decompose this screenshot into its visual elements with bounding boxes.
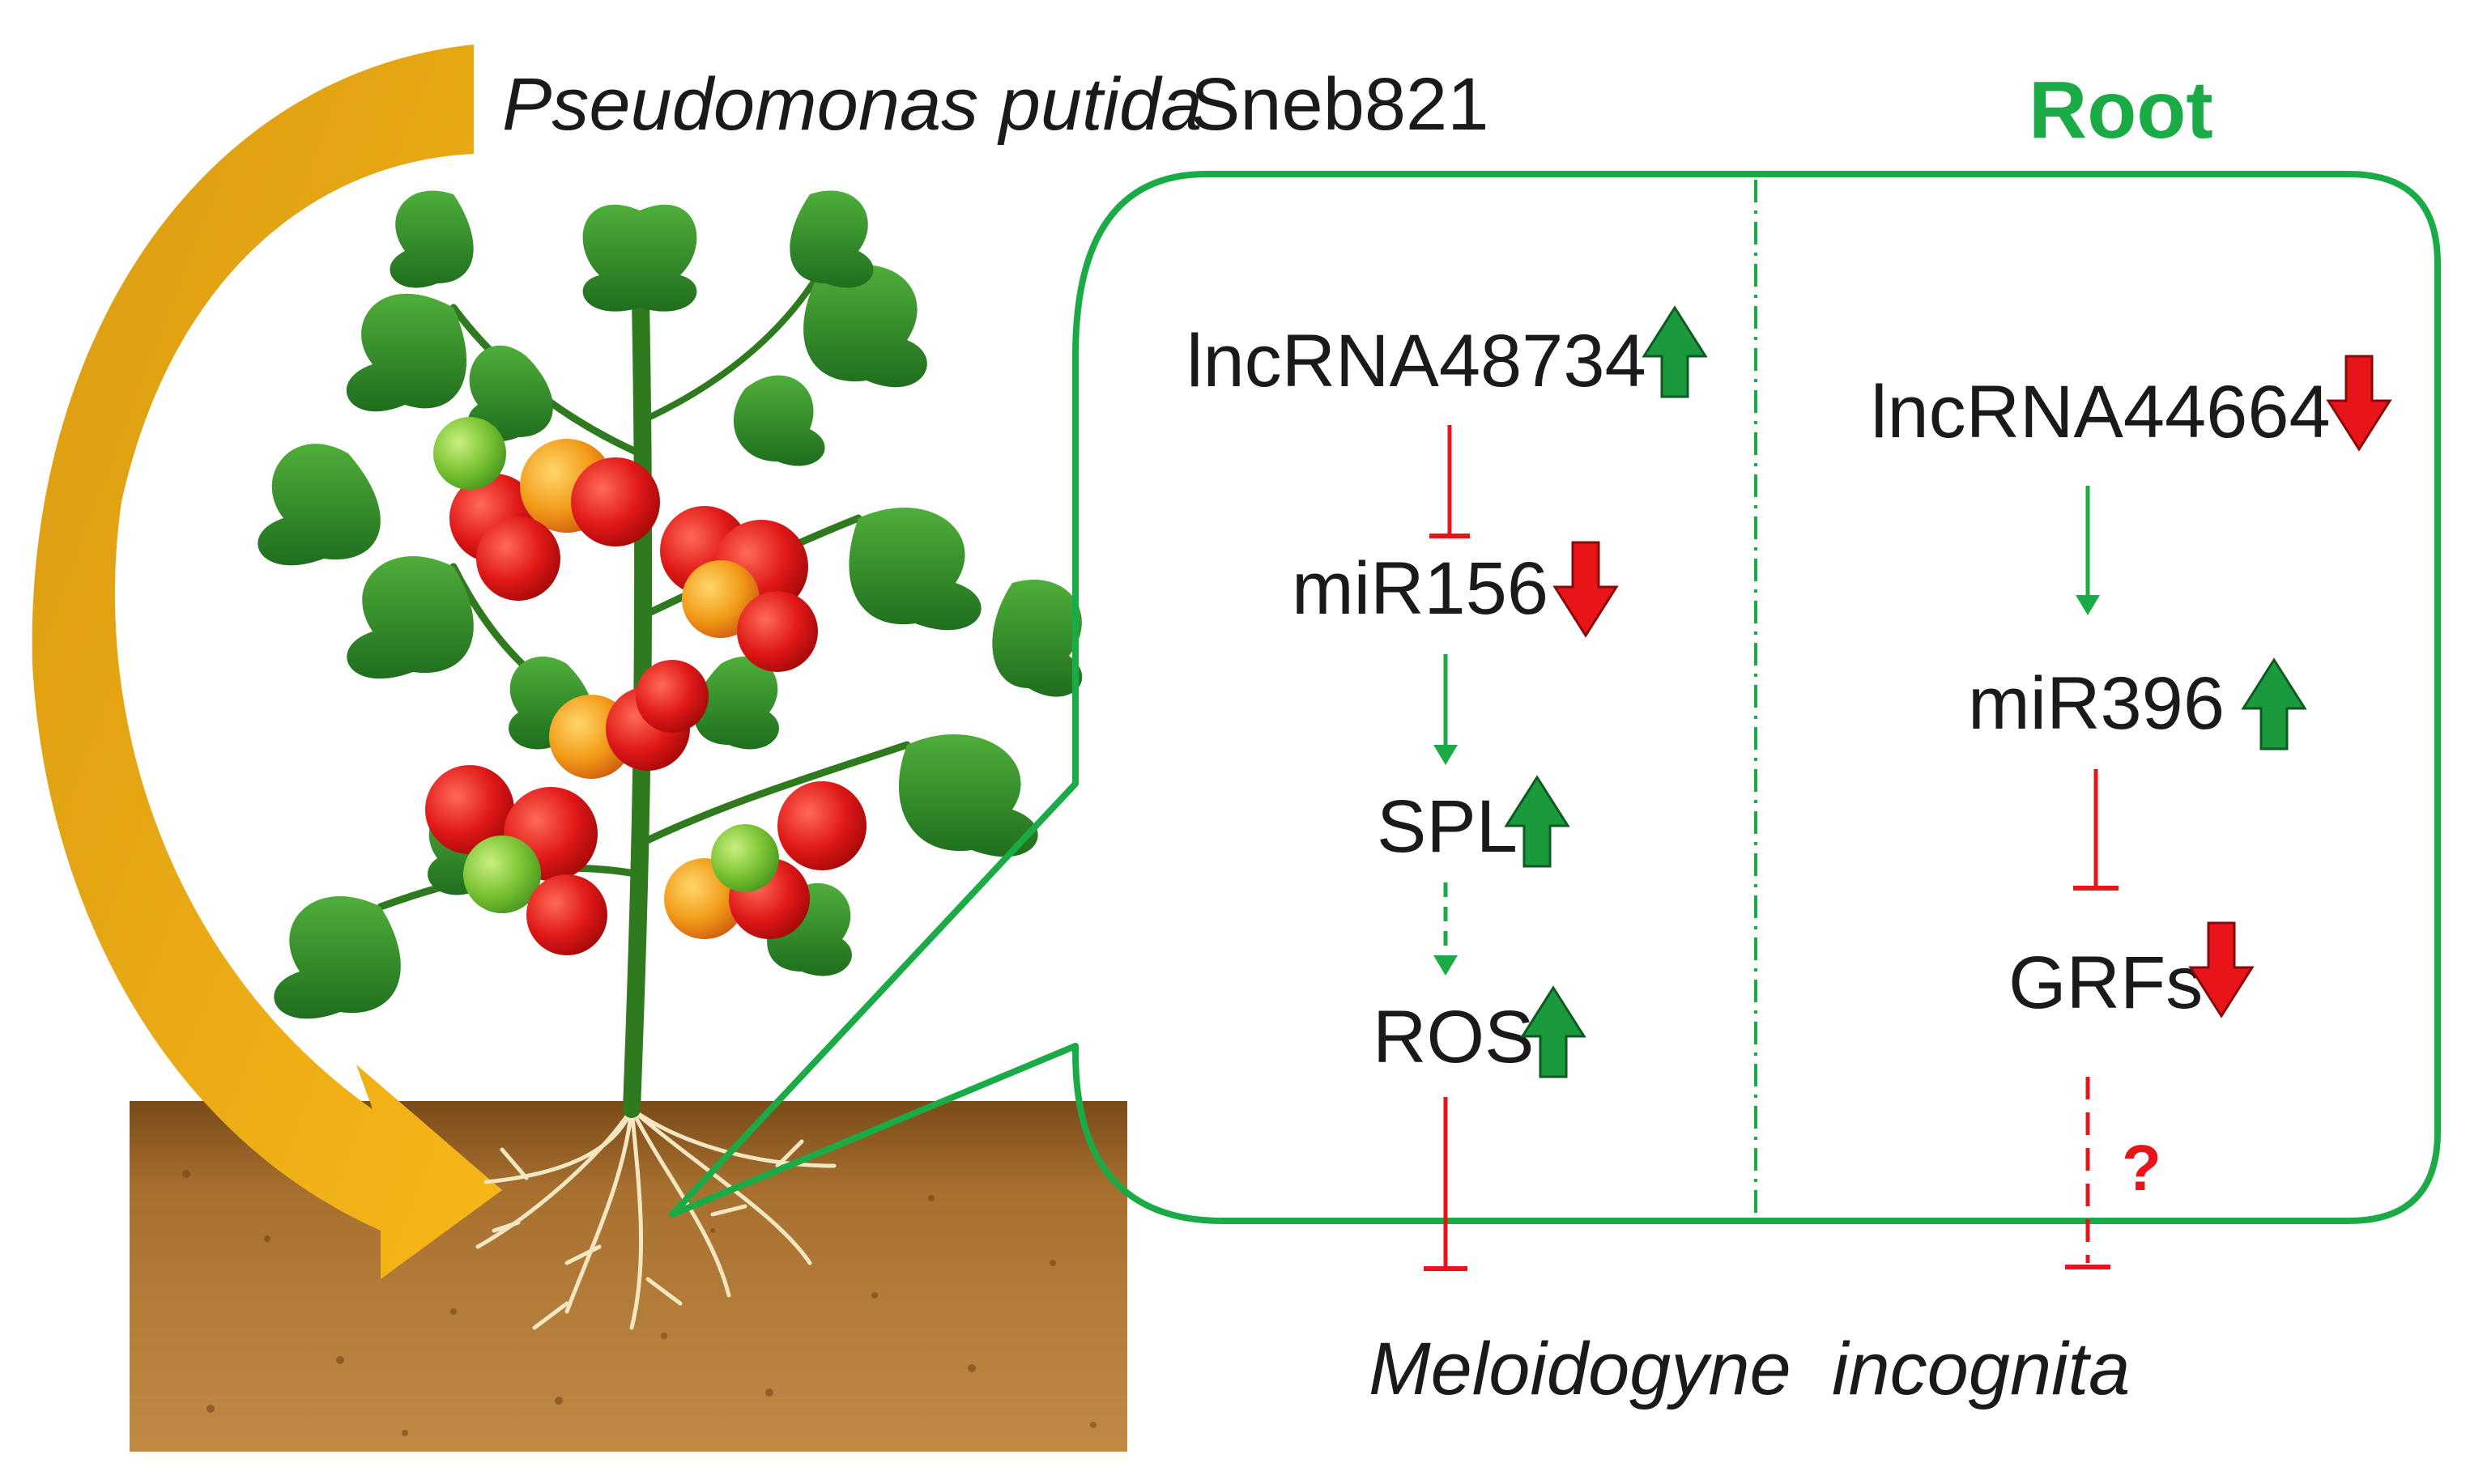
uncertain-link-mark: ? (2122, 1132, 2161, 1204)
nematode-species: incognita (1832, 1328, 2130, 1410)
up-arrow-icon (1520, 985, 1586, 1078)
node-spl: SPL (1377, 785, 1518, 868)
root-zoom-callout (669, 171, 2441, 1224)
bacterium-name: Pseudomonas putida (502, 63, 1202, 146)
bacteria-application-arrow (32, 45, 502, 1279)
plant-leaves (258, 190, 1083, 1019)
promote-arrowhead (2076, 595, 2100, 615)
promote-arrowhead (1433, 745, 1458, 765)
up-arrow-icon (2241, 657, 2307, 751)
node-mir156: miR156 (1292, 547, 1548, 630)
root-title: Root (2029, 65, 2213, 155)
down-arrow-icon (2188, 921, 2255, 1018)
down-arrow-icon (1552, 541, 1619, 638)
plant-roots (475, 1107, 837, 1330)
nematode-genus: Meloidogyne (1369, 1328, 1791, 1410)
node-ros: ROS (1373, 996, 1534, 1078)
node-lncrna48734: lncRNA48734 (1186, 320, 1646, 402)
left-pathway: lncRNA48734 miR156 SPL ROS (1186, 305, 1708, 1271)
node-grfs: GRFs (2008, 942, 2203, 1024)
promote-arrowhead (1433, 955, 1458, 976)
down-arrow-icon (2326, 355, 2392, 452)
up-arrow-icon (1642, 305, 1708, 398)
node-mir396: miR396 (1968, 662, 2225, 745)
tomato-fruits (425, 417, 867, 955)
node-lncrna44664: lncRNA44664 (1871, 371, 2331, 453)
right-pathway: lncRNA44664 miR396 GRFs ? (1871, 355, 2392, 1269)
bacterium-strain: Sneb821 (1190, 63, 1488, 146)
up-arrow-icon (1504, 775, 1570, 868)
